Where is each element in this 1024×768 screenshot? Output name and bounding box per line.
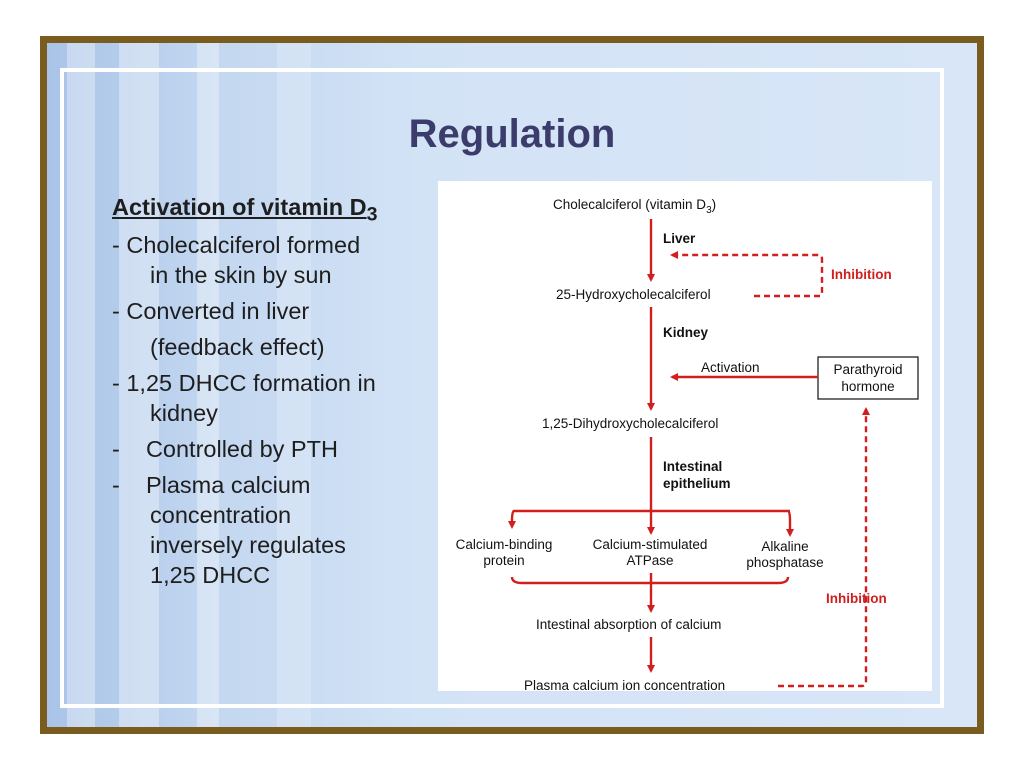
arrow-to-calcium-binding <box>508 509 516 529</box>
node-alkaline-1: Alkaline <box>761 539 808 554</box>
decorative-column <box>277 43 311 727</box>
node-alkaline-2: phosphatase <box>746 555 823 570</box>
node-plasma-calcium: Plasma calcium ion concentration <box>524 678 725 691</box>
decorative-column <box>197 43 219 727</box>
decorative-column <box>119 43 159 727</box>
edge-label-intestinal-2: epithelium <box>663 476 731 491</box>
slide-title: Regulation <box>408 112 616 156</box>
bullet-line: - Plasma calcium <box>112 471 311 498</box>
bullet-line: - Controlled by PTH <box>112 435 338 462</box>
vitamin-d-pathway-diagram: Cholecalciferol (vitamin D3) Liver Inhib… <box>438 181 932 691</box>
node-calcium-binding-1: Calcium-binding <box>456 537 553 552</box>
edge-label-activation: Activation <box>701 360 760 375</box>
bullet-heading: Activation of vitamin D3 <box>112 194 378 226</box>
bullet-line: (feedback effect) <box>150 333 325 360</box>
node-cholecalciferol: Cholecalciferol (vitamin D3) <box>553 197 716 216</box>
slide-inner-border <box>60 68 944 708</box>
bullet-line: inversely regulates <box>150 531 346 558</box>
edge-label-liver: Liver <box>663 231 696 246</box>
bullet-line: concentration <box>150 501 292 528</box>
dashed-inhibition-pth <box>778 407 870 688</box>
node-intestinal-absorption: Intestinal absorption of calcium <box>536 617 721 632</box>
pathway-svg: Cholecalciferol (vitamin D3) Liver Inhib… <box>456 197 919 691</box>
edge-label-inhibition-right: Inhibition <box>826 591 887 606</box>
edge-label-kidney: Kidney <box>663 325 709 340</box>
node-atpase-1: Calcium-stimulated <box>593 537 708 552</box>
arrow-to-alkaline <box>786 509 794 537</box>
bullet-line: - Cholecalciferol formed <box>112 231 361 258</box>
decorative-column <box>67 43 95 727</box>
bullet-line: - 1,25 DHCC formation in <box>112 369 376 396</box>
bullet-line: 1,25 DHCC <box>150 561 271 588</box>
pth-box <box>817 356 919 400</box>
bullet-line: in the skin by sun <box>150 261 332 288</box>
edge-label-inhibition-top: Inhibition <box>831 267 892 282</box>
edge-label-intestinal-1: Intestinal <box>663 459 722 474</box>
node-pth-line2: hormone <box>841 379 894 394</box>
node-atpase-2: ATPase <box>626 553 673 568</box>
node-hydroxycholecalciferol: 25-Hydroxycholecalciferol <box>556 287 711 302</box>
bullet-line: - Converted in liver <box>112 297 310 324</box>
bullet-list: Activation of vitamin D3 - Cholecalcifer… <box>112 192 442 590</box>
bullet-line: kidney <box>150 399 218 426</box>
node-calcium-binding-2: protein <box>483 553 524 568</box>
node-pth-line1: Parathyroid <box>833 362 902 377</box>
node-dihydroxycholecalciferol: 1,25-Dihydroxycholecalciferol <box>542 416 718 431</box>
